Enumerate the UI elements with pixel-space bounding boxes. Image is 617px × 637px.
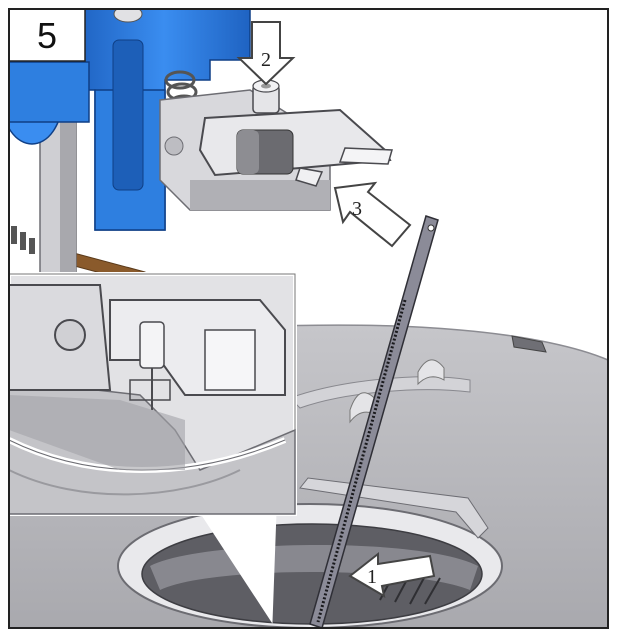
tub-edge-tab — [511, 335, 547, 353]
step-number-box: 5 — [8, 8, 86, 62]
housing-shadow — [190, 180, 330, 210]
saw-blade — [309, 215, 439, 628]
arrow-1: 1 — [348, 551, 436, 598]
arrow-2-label: 2 — [261, 49, 271, 71]
step-number: 5 — [37, 15, 57, 56]
tub-rib — [289, 376, 471, 409]
motor-column-shadow — [60, 120, 76, 300]
arrow-3-label: 3 — [352, 198, 362, 220]
gear-teeth — [11, 226, 35, 254]
tub-bump-right — [417, 359, 445, 386]
arrow-1-label: 1 — [367, 566, 377, 588]
top-screw — [113, 9, 143, 23]
detail-inset — [7, 272, 297, 624]
clip-tab — [338, 147, 393, 165]
blue-bracket-slot — [112, 39, 144, 191]
diagram-frame — [8, 8, 609, 629]
blue-arm — [9, 61, 90, 123]
arrow-2: 2 — [236, 21, 296, 86]
housing-hole — [164, 136, 184, 156]
saw-teeth — [316, 299, 407, 623]
clip-latch — [295, 167, 324, 187]
arrow-3: 3 — [333, 181, 412, 248]
